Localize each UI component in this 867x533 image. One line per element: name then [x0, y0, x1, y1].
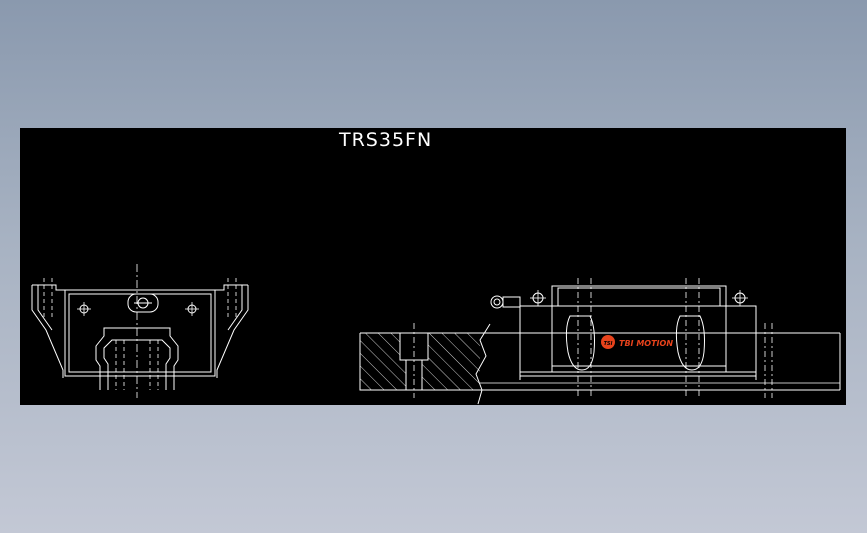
- side-hole-left: [530, 290, 546, 306]
- side-rail-section: [359, 333, 480, 391]
- front-hole-right: [185, 302, 199, 316]
- front-view: [31, 264, 249, 398]
- front-rail-profile: [95, 327, 179, 390]
- drawing-title: TRS35FN: [338, 129, 432, 151]
- side-ball-return-right: [675, 315, 705, 371]
- brand-logo-mark: TSI: [604, 341, 613, 347]
- front-grease-nipple: [127, 293, 159, 313]
- front-flange-right: [215, 284, 249, 378]
- brand-logo: TSI TBI MOTION: [601, 335, 673, 349]
- cad-drawing-svg: TRS35FN: [31, 129, 841, 405]
- front-hole-left: [77, 302, 91, 316]
- side-ball-return-left: [565, 315, 595, 371]
- side-grease-nipple: [490, 295, 521, 309]
- side-view: [359, 278, 841, 405]
- side-end-seal-left: [519, 305, 553, 373]
- side-end-seal-right: [725, 305, 757, 373]
- side-hole-right: [732, 290, 748, 306]
- side-block-body: [551, 285, 727, 373]
- cad-drawing-viewport[interactable]: TRS35FN: [20, 128, 846, 405]
- brand-logo-text: TBI MOTION: [619, 339, 673, 348]
- front-flange-left: [31, 284, 65, 378]
- side-break-line: [475, 323, 491, 405]
